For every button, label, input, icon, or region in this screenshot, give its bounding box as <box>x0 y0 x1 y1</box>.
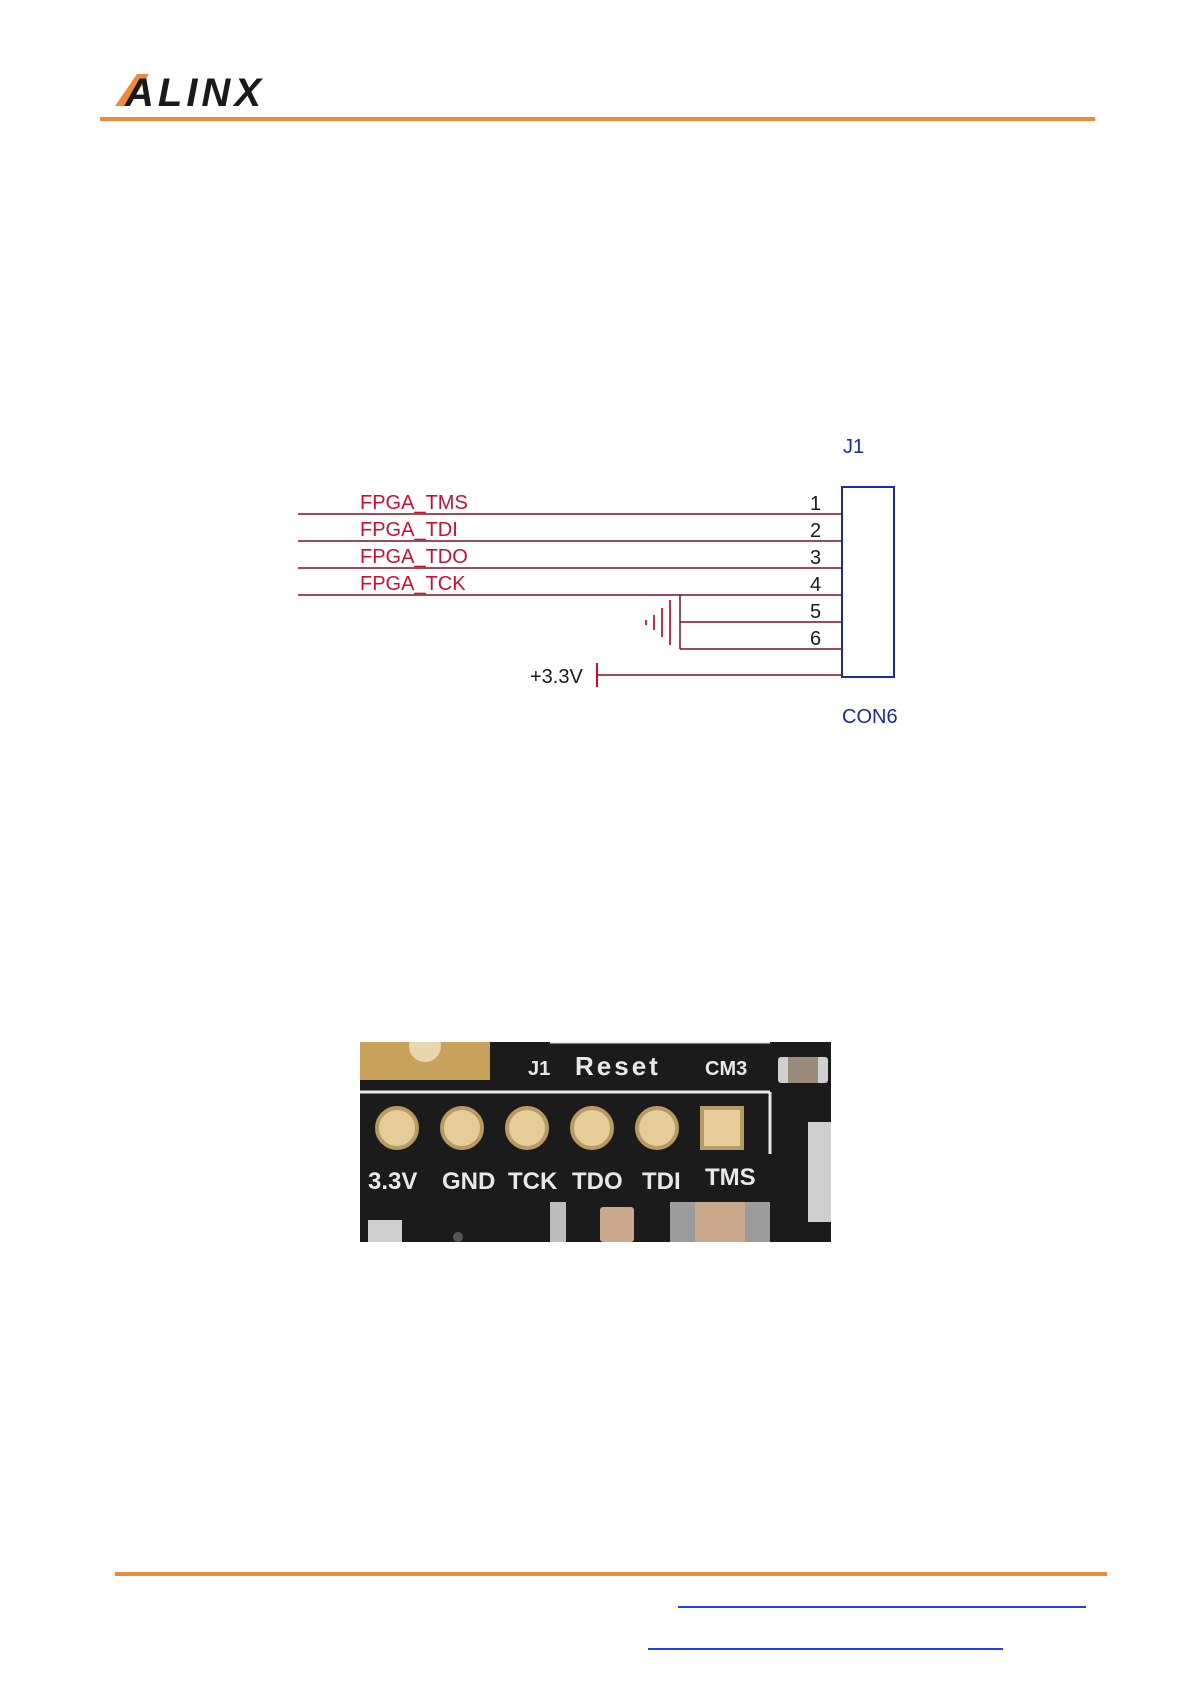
silk-pin-label: TCK <box>508 1168 558 1195</box>
silk-j1: J1 <box>528 1058 550 1080</box>
signal-label: FPGA_TDO <box>360 546 468 568</box>
logo-text: ALINX <box>124 71 265 115</box>
signal-label: FPGA_TMS <box>360 492 468 514</box>
connector-ref: J1 <box>843 436 864 458</box>
smd-component <box>600 1207 634 1242</box>
smd-component-body <box>695 1202 745 1242</box>
connector-type: CON6 <box>842 706 898 728</box>
pin-pad-square <box>702 1108 742 1148</box>
pin-number: 5 <box>810 601 821 623</box>
silk-pin-label: TMS <box>705 1164 756 1191</box>
footer-link-underline[interactable] <box>648 1648 1003 1650</box>
via <box>453 1232 463 1242</box>
pin-number: 2 <box>810 520 821 542</box>
power-label: +3.3V <box>530 666 583 688</box>
jtag-schematic: J1 FPGA_TMS FPGA_TDI FPGA_TDO FPGA_TCK +… <box>290 425 930 735</box>
pin-pad <box>377 1108 417 1148</box>
pin-pad <box>637 1108 677 1148</box>
footer-link-underline[interactable] <box>678 1606 1086 1608</box>
pin-number: 4 <box>810 574 821 596</box>
connector-body <box>842 487 894 677</box>
header-rule <box>100 117 1095 121</box>
pcb-photo: J1 Reset CM3 3.3V GND TCK TDO TDI TMS <box>360 1042 831 1242</box>
footer-rule <box>115 1572 1107 1576</box>
silk-reset: Reset <box>575 1051 661 1081</box>
pin-number: 3 <box>810 547 821 569</box>
smd-component <box>550 1202 566 1242</box>
alinx-logo: ALINX <box>115 66 305 116</box>
smd-component <box>368 1220 402 1242</box>
silk-pin-label: GND <box>442 1168 495 1195</box>
pin-pad <box>442 1108 482 1148</box>
signal-label: FPGA_TCK <box>360 573 466 595</box>
smd-component <box>808 1122 831 1222</box>
silk-pin-label: 3.3V <box>368 1168 417 1195</box>
silk-cm3: CM3 <box>705 1058 747 1080</box>
silk-pin-label: TDO <box>572 1168 623 1195</box>
pin-number: 6 <box>810 628 821 650</box>
ground-symbol-icon <box>646 600 670 645</box>
pin-number: 1 <box>810 493 821 515</box>
pin-pad <box>507 1108 547 1148</box>
smd-component-body <box>788 1057 818 1083</box>
pin-pad <box>572 1108 612 1148</box>
signal-label: FPGA_TDI <box>360 519 458 541</box>
silk-pin-label: TDI <box>642 1168 681 1195</box>
